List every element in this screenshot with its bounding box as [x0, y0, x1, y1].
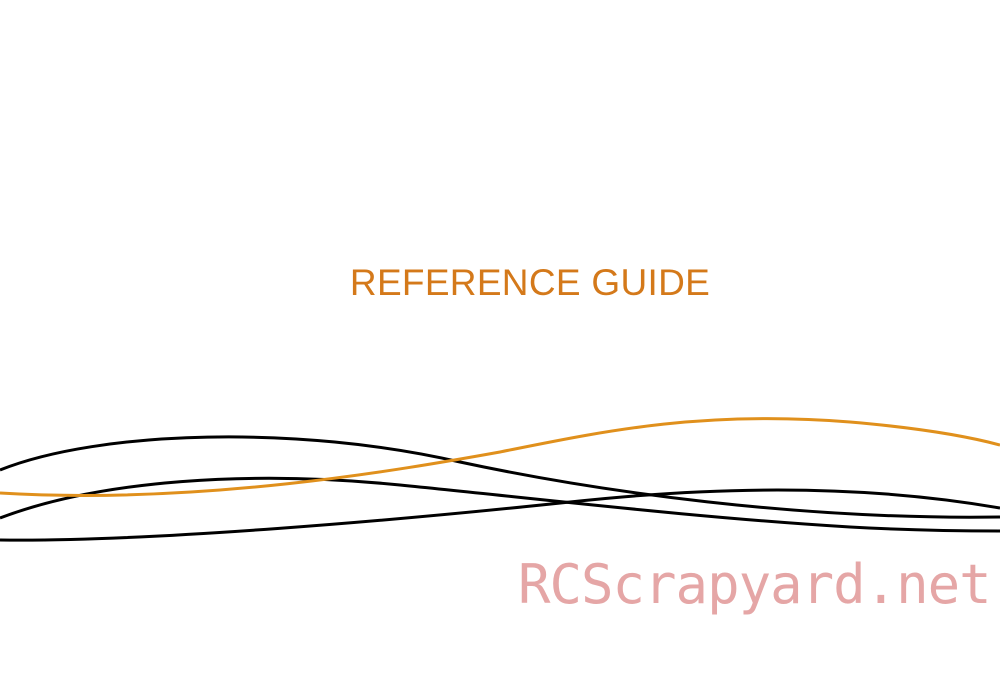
- watermark: RCScrapyard.net: [518, 553, 992, 616]
- black-wave-3: [0, 488, 1000, 542]
- black-wave-1: [0, 435, 1000, 519]
- black-wave-2: [0, 476, 1000, 533]
- page-title: REFERENCE GUIDE: [349, 262, 711, 303]
- orange-wave: [0, 417, 1000, 497]
